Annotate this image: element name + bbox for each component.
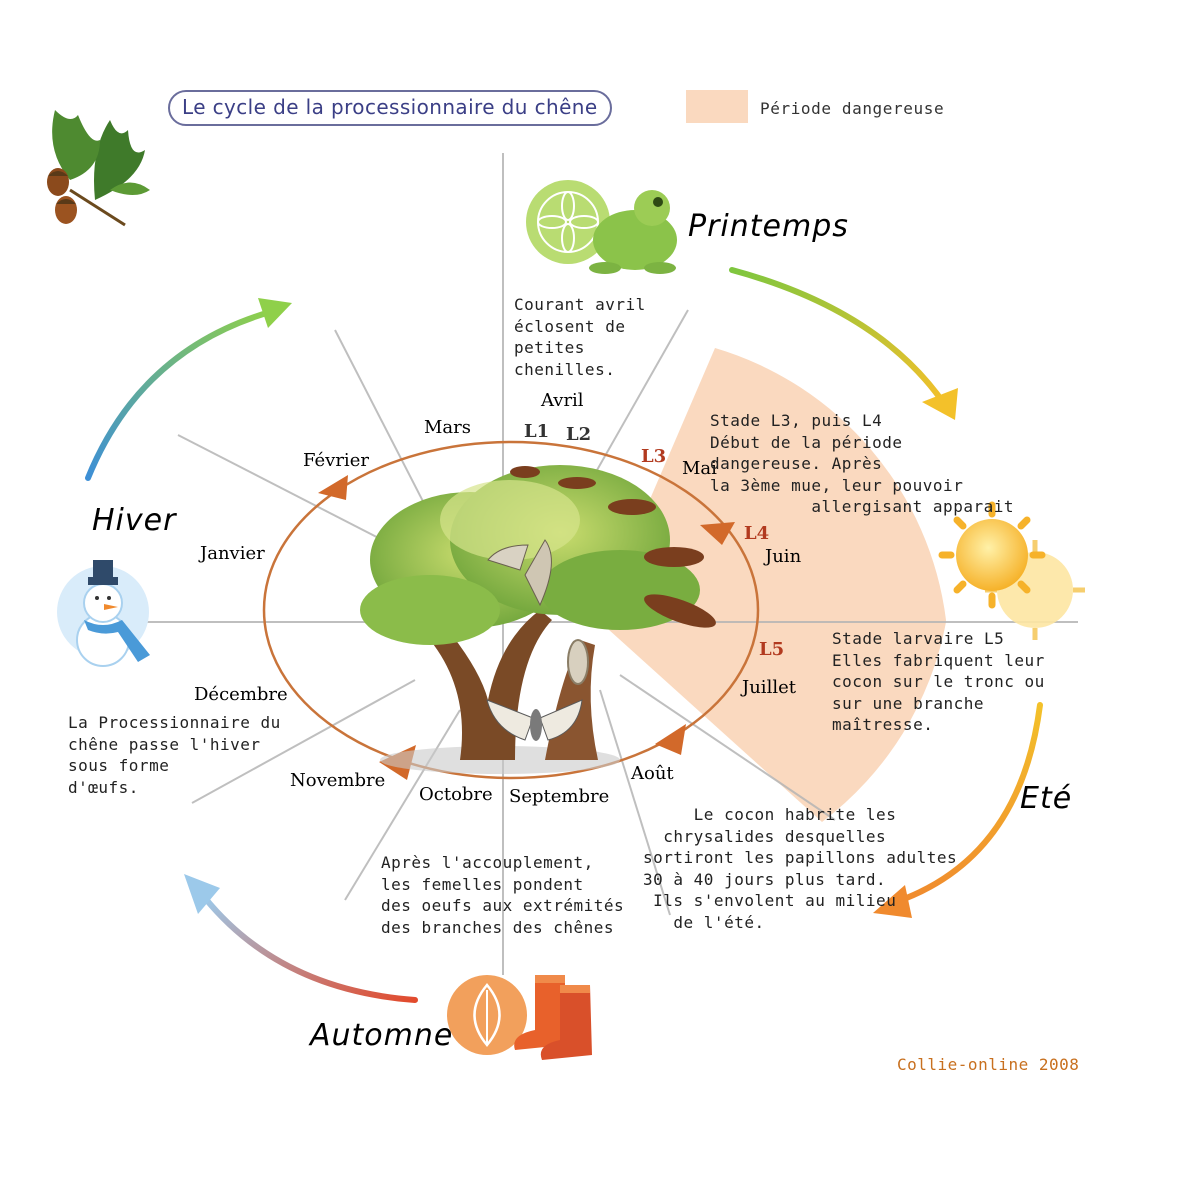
season-printemps: Printemps xyxy=(688,209,849,244)
boots-leaf-icon xyxy=(447,975,592,1060)
month-juillet: Juillet xyxy=(740,677,797,698)
month-mars: Mars xyxy=(424,417,471,438)
moth-icon xyxy=(486,539,583,741)
autumn-arrowhead xyxy=(184,874,220,914)
frog-flower-icon xyxy=(526,180,677,274)
sun-icon xyxy=(938,501,1085,640)
month-aout: Août xyxy=(630,763,674,784)
month-avril: Avril xyxy=(540,390,584,411)
diagram-title: Le cycle de la processionnaire du chêne xyxy=(168,90,612,126)
winter-arrow xyxy=(85,309,273,481)
note-accouplement: Après l'accouplement,les femelles ponden… xyxy=(381,853,625,937)
credit-label: Collie-online 2008 xyxy=(897,1055,1080,1074)
stage-l2: L2 xyxy=(566,424,591,445)
oak-leaf-acorn-icon xyxy=(47,110,150,227)
month-fevrier: Février xyxy=(303,450,369,471)
month-janvier: Janvier xyxy=(198,543,265,564)
month-mai: Mai xyxy=(682,458,717,479)
stage-l1: L1 xyxy=(524,421,549,442)
month-decembre: Décembre xyxy=(194,684,288,705)
month-septembre: Septembre xyxy=(509,786,609,807)
note-cocon: Le cocon habrite les chrysalides desquel… xyxy=(643,805,958,932)
season-automne: Automne xyxy=(308,1018,453,1053)
season-ete: Eté xyxy=(1020,781,1072,816)
legend-swatch xyxy=(686,90,748,123)
summer-arrowhead xyxy=(873,885,912,918)
autumn-arrow xyxy=(202,895,418,1003)
month-octobre: Octobre xyxy=(419,784,493,805)
season-hiver: Hiver xyxy=(92,503,177,538)
danger-zone xyxy=(598,348,946,822)
stage-l3: L3 xyxy=(641,446,666,467)
month-novembre: Novembre xyxy=(290,770,385,791)
caterpillars xyxy=(510,466,716,628)
snowman-icon xyxy=(57,560,150,667)
summer-arrow xyxy=(890,702,1043,906)
winter-arrowhead xyxy=(258,298,292,328)
spring-arrowhead xyxy=(922,388,958,420)
cycle-ellipse xyxy=(262,440,760,780)
stage-l4: L4 xyxy=(744,523,769,544)
spring-arrow xyxy=(729,267,948,408)
month-juin: Juin xyxy=(763,546,802,567)
stage-l5: L5 xyxy=(759,639,784,660)
legend-label: Période dangereuse xyxy=(760,99,945,118)
cocoon xyxy=(567,639,589,685)
